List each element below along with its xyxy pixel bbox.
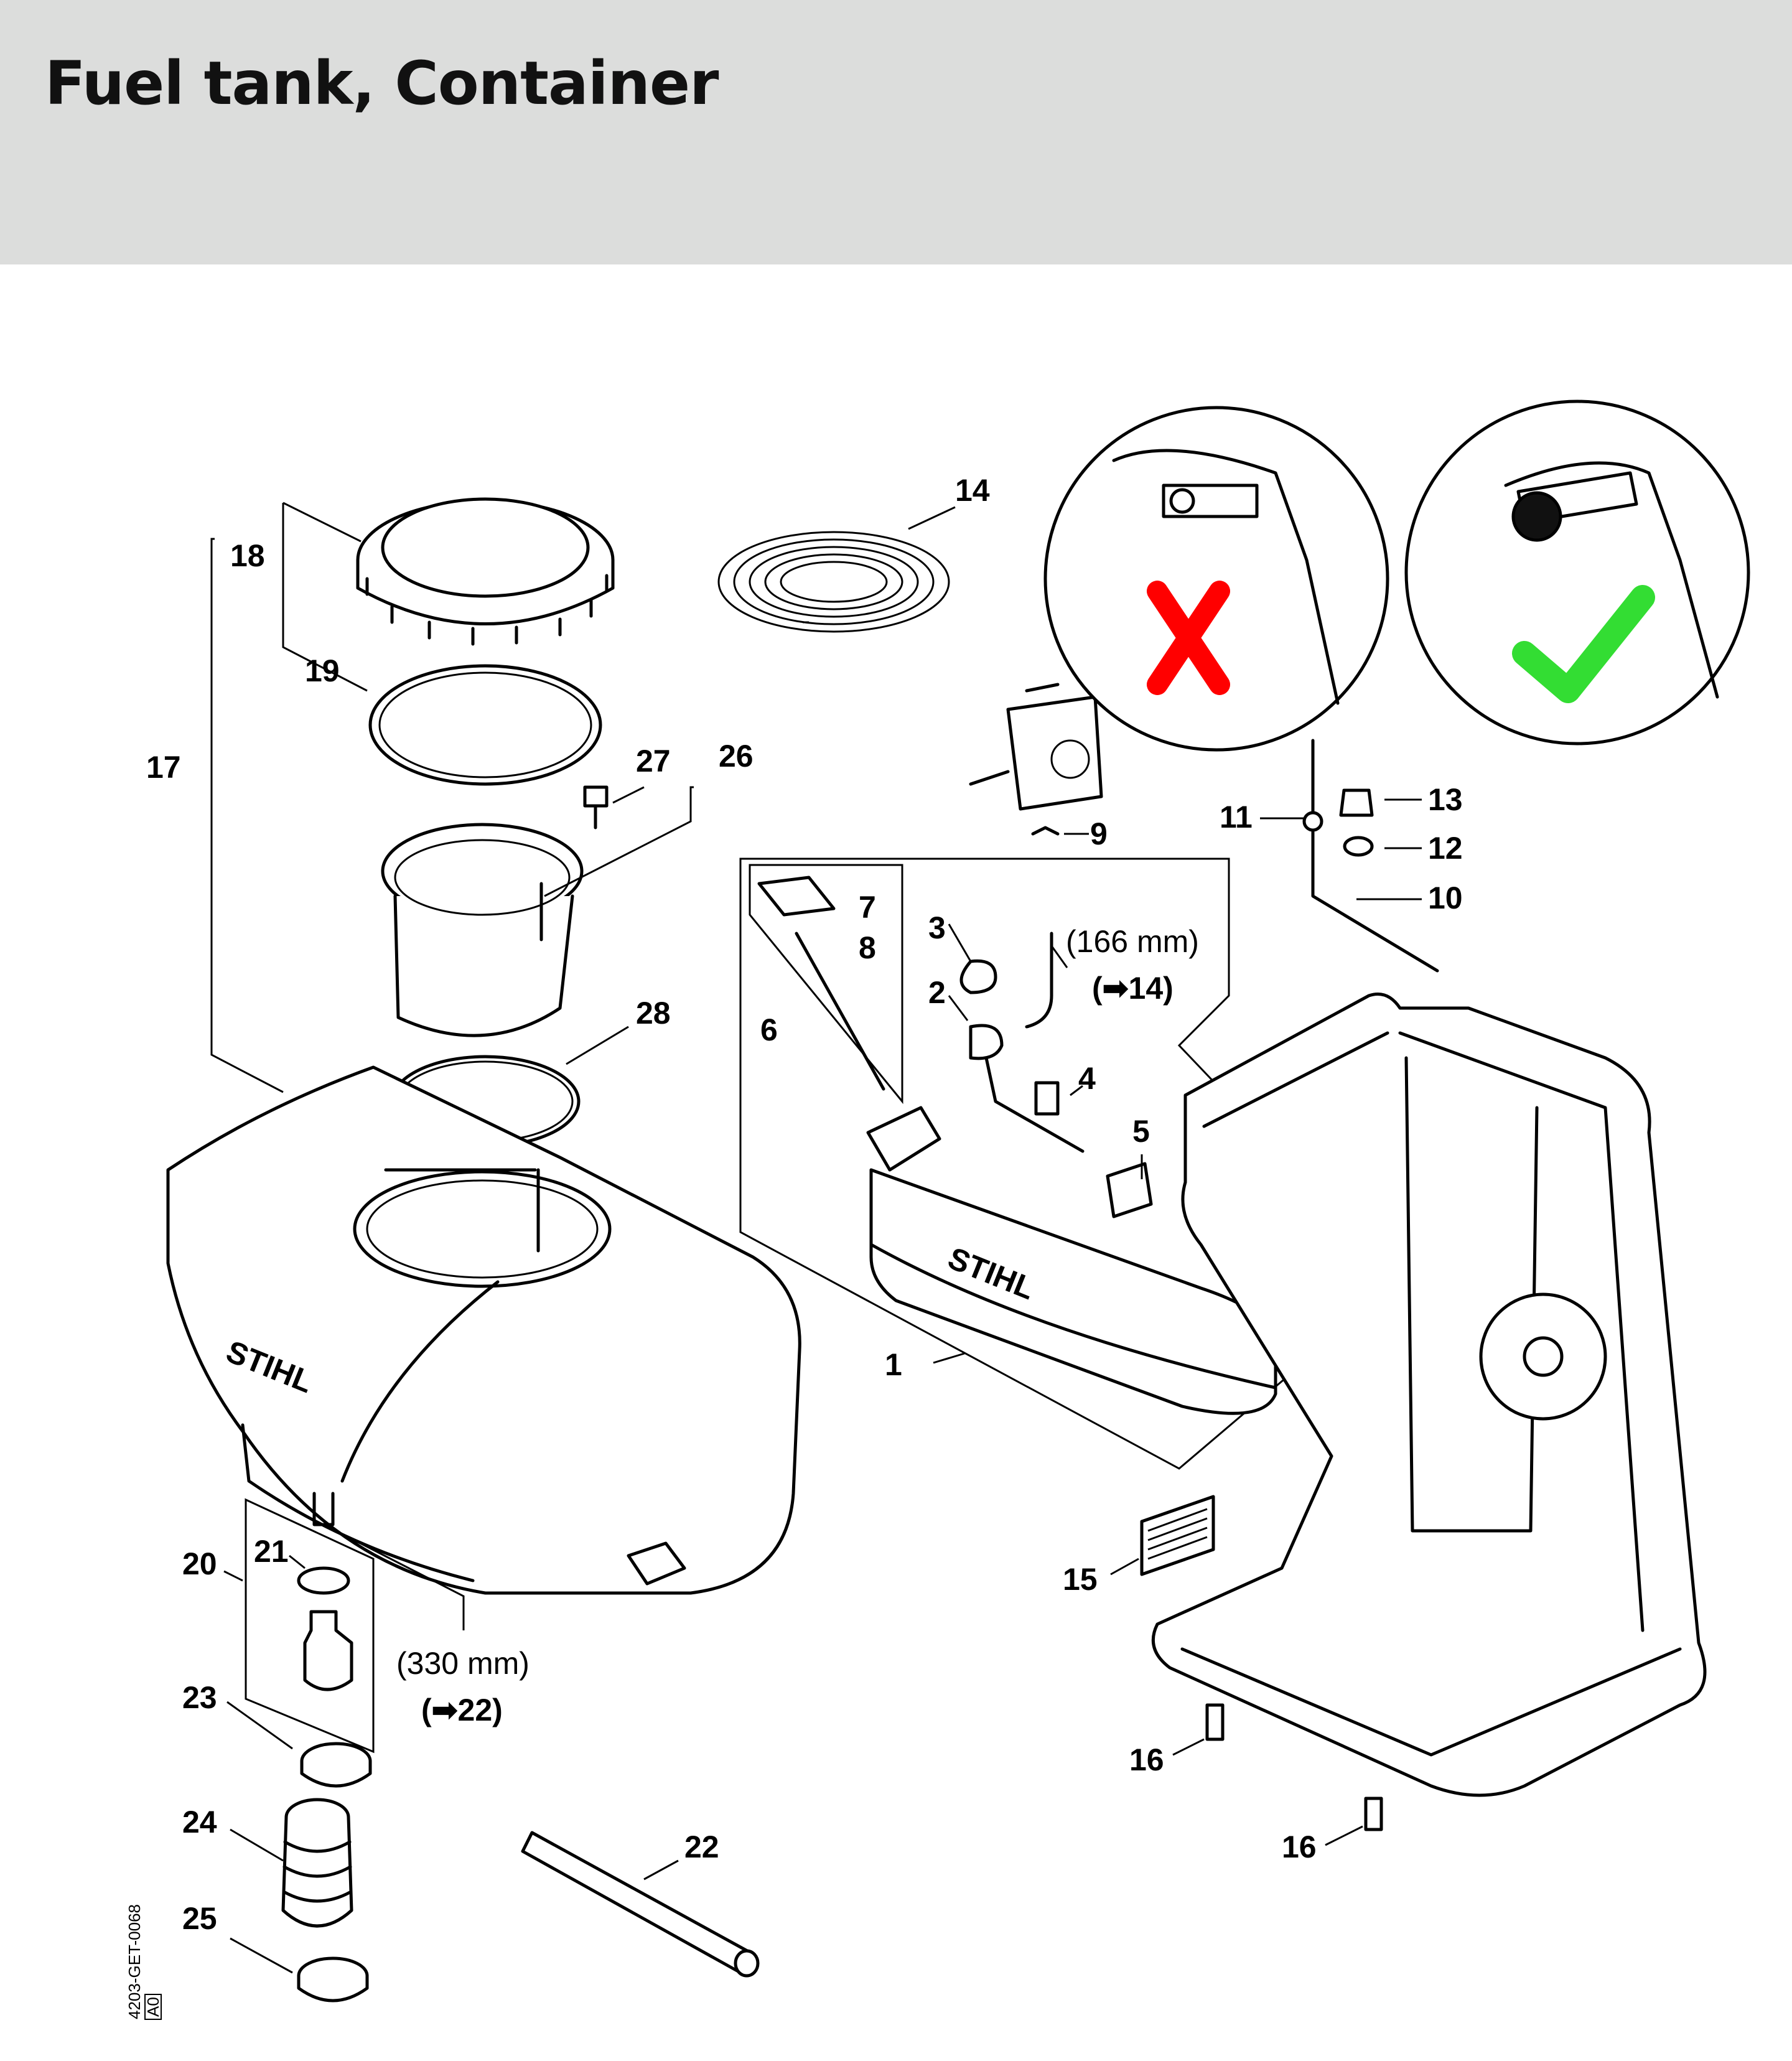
- callout-11: 11: [1220, 800, 1253, 834]
- callout-14: 14: [955, 473, 990, 508]
- part-19-seal-ring: [368, 664, 602, 786]
- part-25-hose-clamp: [297, 1956, 369, 2003]
- callout-25: 25: [182, 1901, 217, 1936]
- part-12-washer: [1343, 836, 1374, 857]
- part-27-screw: [583, 785, 609, 830]
- part-22-hose: [521, 1831, 760, 1978]
- callout-23: 23: [182, 1680, 217, 1715]
- callout-20: 20: [182, 1546, 217, 1581]
- callout-6: 6: [760, 1012, 778, 1047]
- part-11-vent: [1302, 811, 1323, 832]
- page-title: Fuel tank, Container: [45, 49, 719, 118]
- callout-15: 15: [1063, 1562, 1098, 1597]
- carrying-frame: [1151, 993, 1707, 1797]
- part-13-plug: [1339, 788, 1374, 817]
- inset-wrong: [1043, 406, 1389, 752]
- hose-short-ref: (➡14): [1092, 971, 1174, 1006]
- part-20-outlet-assembly: [245, 1498, 375, 1754]
- leader-lines: [210, 502, 1422, 1974]
- drawing-code-block: 4203-GET-0068 A0: [125, 1904, 162, 2020]
- callout-21: 21: [254, 1534, 289, 1569]
- inset-correct: [1404, 400, 1750, 745]
- part-23-hose-clamp: [300, 1742, 372, 1788]
- part-16b-screw: [1364, 1797, 1383, 1831]
- callout-4: 4: [1078, 1061, 1096, 1096]
- hose-notes: (166 mm) (➡14) (330 mm) (➡22): [396, 924, 1199, 1727]
- callout-22: 22: [684, 1830, 719, 1864]
- callout-28: 28: [636, 996, 671, 1030]
- callout-9: 9: [1090, 816, 1108, 851]
- callout-8: 8: [859, 930, 876, 965]
- part-26-strainer-basket: [381, 823, 584, 1037]
- callout-18: 18: [230, 538, 265, 573]
- part-17-container: STIHL: [166, 1065, 801, 1595]
- drawing-rev: A0: [144, 1997, 162, 2017]
- header-bar: Fuel tank, Container: [0, 0, 1792, 264]
- part-15-label: [1140, 1495, 1215, 1576]
- correct-check-mark: [1512, 585, 1655, 703]
- callout-17: 17: [146, 750, 181, 785]
- callout-10: 10: [1428, 881, 1463, 915]
- callout-2: 2: [928, 975, 946, 1010]
- callout-3: 3: [928, 910, 946, 945]
- hose-short-length: (166 mm): [1066, 924, 1199, 959]
- drawing-rev-box: [144, 1994, 162, 2020]
- part-24-bellows: [281, 1798, 353, 1928]
- callout-labels: 1 2 3 4 5 6 7 8 9 10 11 12 13 14 15 16 1…: [146, 473, 1463, 1936]
- part-14-hose-coil: [717, 531, 950, 633]
- callout-19: 19: [305, 653, 340, 688]
- carburetor: [969, 683, 1103, 811]
- part-1-fuel-tank-group: STIHL: [739, 858, 1305, 1470]
- drawing-code: 4203-GET-0068: [125, 1904, 144, 2019]
- callout-12: 12: [1428, 831, 1463, 866]
- wrong-x-mark: [1147, 581, 1230, 695]
- hose-long-ref: (➡22): [421, 1693, 503, 1727]
- callout-16b: 16: [1282, 1830, 1317, 1864]
- callout-13: 13: [1428, 782, 1463, 817]
- callout-27: 27: [636, 744, 671, 778]
- callout-26: 26: [719, 739, 754, 773]
- part-10-vent-tube: [1311, 739, 1439, 973]
- callout-5: 5: [1132, 1114, 1150, 1149]
- part-18-cap: [356, 497, 615, 646]
- callout-1: 1: [885, 1347, 902, 1382]
- hose-long-length: (330 mm): [396, 1646, 530, 1681]
- part-9-clip: [1031, 826, 1060, 836]
- callout-24: 24: [182, 1805, 217, 1839]
- callout-16a: 16: [1129, 1742, 1164, 1777]
- part-16a-screw: [1205, 1703, 1225, 1741]
- callout-7: 7: [859, 890, 876, 925]
